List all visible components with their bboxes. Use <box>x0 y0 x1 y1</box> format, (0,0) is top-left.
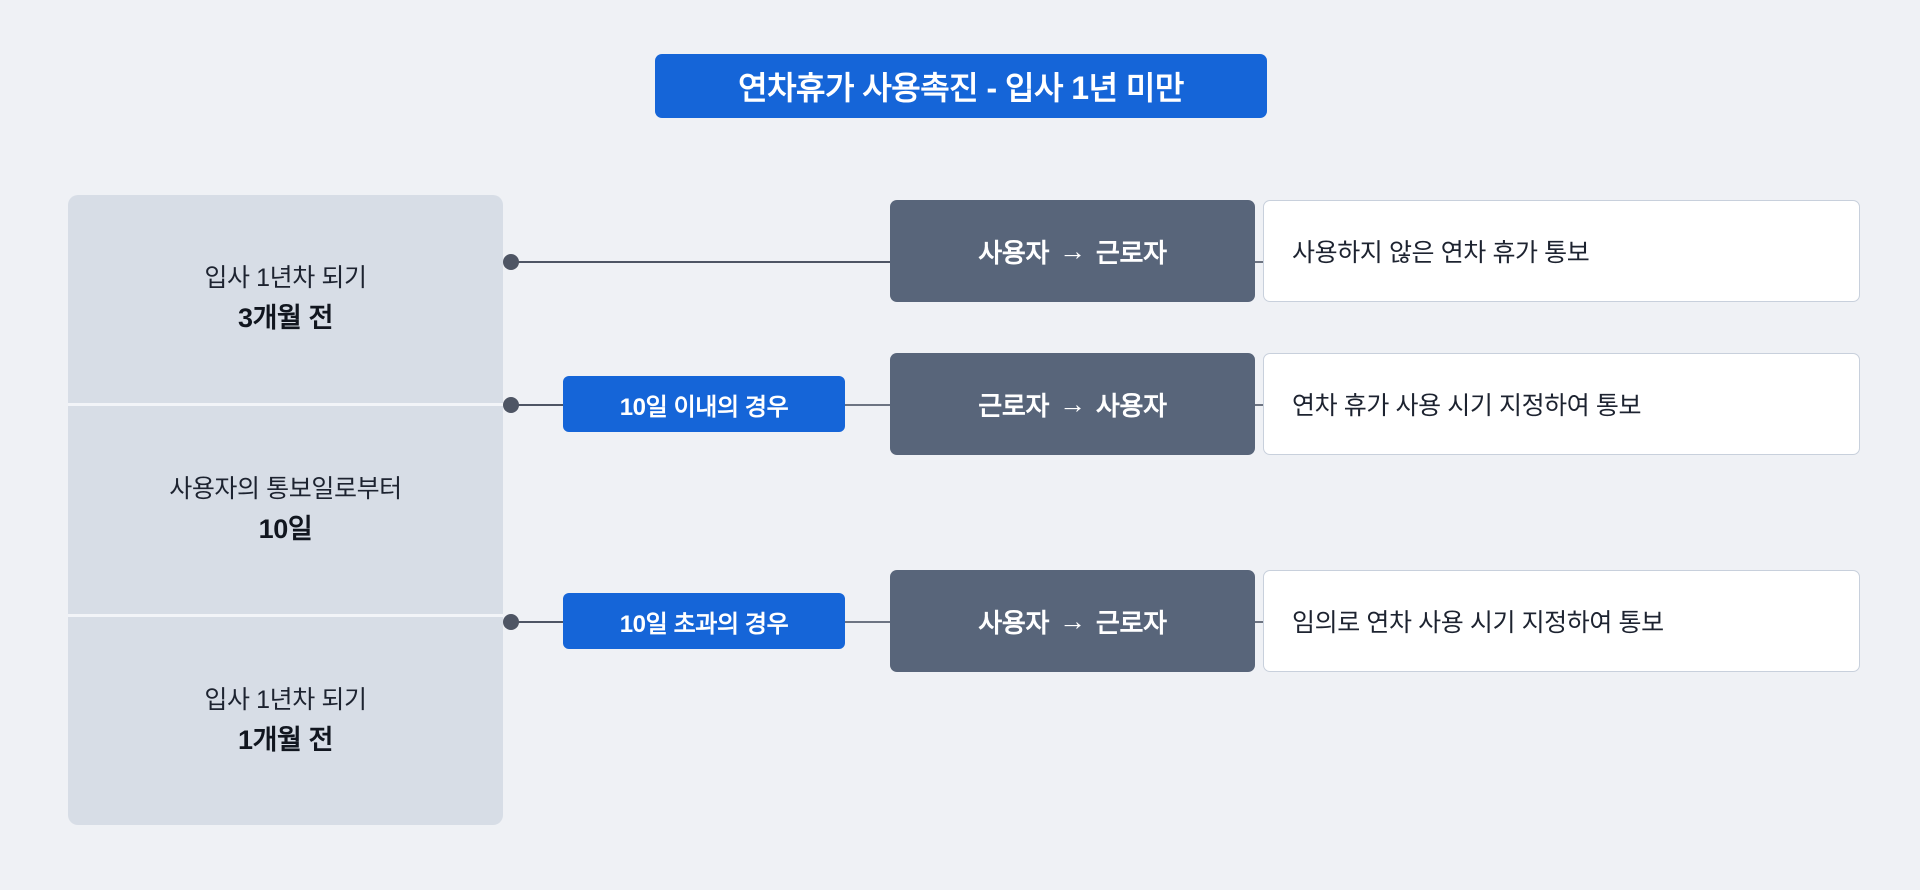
condition-badge-row-3[interactable]: 10일 초과의 경우 <box>563 593 845 649</box>
connector-line-row-3-right <box>845 621 892 623</box>
timeline-section-2: 사용자의 통보일로부터 10일 <box>68 403 503 614</box>
arrow-right-icon: → <box>1059 235 1086 266</box>
timeline-panel: 입사 1년차 되기 3개월 전 사용자의 통보일로부터 10일 입사 1년차 되… <box>68 195 503 825</box>
timeline-section-1-line1: 입사 1년차 되기 <box>204 264 367 293</box>
connector-line-row-2-left <box>515 404 563 406</box>
description-card-row-2: 연차 휴가 사용 시기 지정하여 통보 <box>1263 353 1860 455</box>
timeline-section-3-line1: 입사 1년차 되기 <box>204 686 367 715</box>
arrow-right-icon: → <box>1059 605 1086 636</box>
timeline-section-3-line2: 1개월 전 <box>237 724 334 755</box>
timeline-section-3: 입사 1년차 되기 1개월 전 <box>68 614 503 825</box>
timeline-section-1: 입사 1년차 되기 3개월 전 <box>68 195 503 403</box>
description-text-row-1: 사용하지 않은 연차 휴가 통보 <box>1292 239 1590 267</box>
condition-badge-row-2-label: 10일 이내의 경우 <box>619 393 789 421</box>
description-card-row-3: 임의로 연차 사용 시기 지정하여 통보 <box>1263 570 1860 672</box>
description-text-row-2: 연차 휴가 사용 시기 지정하여 통보 <box>1292 392 1642 420</box>
connector-dot-row-2 <box>503 397 519 413</box>
description-card-row-1: 사용하지 않은 연차 휴가 통보 <box>1263 200 1860 302</box>
actor-box-row-2[interactable]: 근로자 → 사용자 <box>890 353 1255 455</box>
connector-line-card-1 <box>1253 261 1265 263</box>
timeline-section-2-line2: 10일 <box>258 513 313 544</box>
connector-line-row-2-right <box>845 404 892 406</box>
description-text-row-3: 임의로 연차 사용 시기 지정하여 통보 <box>1292 609 1664 637</box>
actor-box-row-1[interactable]: 사용자 → 근로자 <box>890 200 1255 302</box>
actor-from-row-2: 근로자 <box>978 390 1050 421</box>
actor-to-row-3: 근로자 <box>1095 607 1167 638</box>
connector-dot-row-3 <box>503 614 519 630</box>
connector-dot-row-1 <box>503 254 519 270</box>
connector-line-row-1 <box>515 261 892 263</box>
condition-badge-row-2[interactable]: 10일 이내의 경우 <box>563 376 845 432</box>
actor-to-row-1: 근로자 <box>1095 237 1167 268</box>
page-title-text: 연차휴가 사용촉진 - 입사 1년 미만 <box>738 70 1184 106</box>
actor-from-row-3: 사용자 <box>978 607 1050 638</box>
actor-from-row-1: 사용자 <box>978 237 1050 268</box>
arrow-right-icon: → <box>1059 388 1086 419</box>
connector-line-card-3 <box>1253 621 1265 623</box>
timeline-section-1-line2: 3개월 전 <box>237 302 334 333</box>
actor-box-row-3[interactable]: 사용자 → 근로자 <box>890 570 1255 672</box>
condition-badge-row-3-label: 10일 초과의 경우 <box>619 610 789 638</box>
connector-line-row-3-left <box>515 621 563 623</box>
actor-to-row-2: 사용자 <box>1095 390 1167 421</box>
page-title: 연차휴가 사용촉진 - 입사 1년 미만 <box>655 54 1267 118</box>
timeline-section-2-line1: 사용자의 통보일로부터 <box>169 475 402 504</box>
connector-line-card-2 <box>1253 404 1265 406</box>
